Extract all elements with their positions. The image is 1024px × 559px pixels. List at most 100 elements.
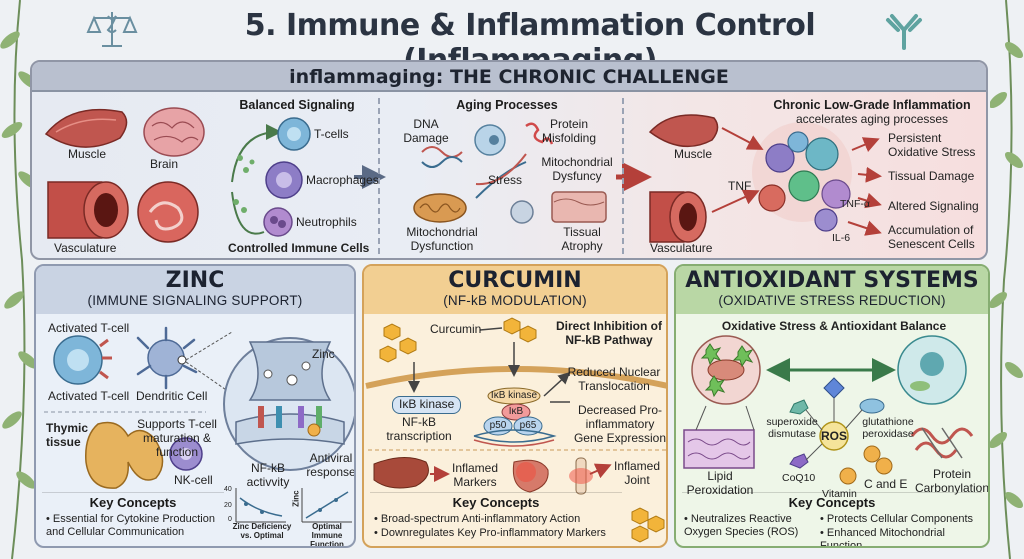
chart2-axis-label: Zinc (291, 490, 301, 507)
zinc-key-concepts: Key Concepts • Essential for Cytokine Pr… (42, 492, 224, 542)
stress-label: Stress (488, 173, 523, 187)
leaf-decoration-left (0, 0, 38, 559)
liver-icon (373, 457, 429, 489)
curcumin-panel: CURCUMIN (NF-kB MODULATION) (362, 264, 668, 548)
p65-label: p65 (519, 420, 537, 431)
antioxidant-kc-item-1: • Neutralizes Reactive Oxygen Species (R… (684, 513, 799, 539)
chronic-vasculature-label: Vasculature (650, 241, 713, 255)
brain-label: Brain (150, 157, 179, 171)
gpx-label: glutathione peroxidase (862, 416, 914, 441)
antiviral-label: Antiviral response (306, 451, 356, 479)
curcumin-key-concepts: Key Concepts • Broad-spectrum Anti-infla… (370, 492, 622, 542)
curcumin-label: Curcumin (430, 322, 482, 336)
protein-carbonylation-icon (910, 427, 974, 459)
nfkb-complex (483, 387, 543, 436)
p50-label: p50 (489, 420, 507, 431)
mito-dysfunction-label: Mitochondrial Dysfunction (406, 225, 478, 253)
brain-icon (143, 107, 205, 157)
thymic-tissue-label: Thymic tissue (46, 421, 89, 449)
balance-label: Oxidative Stress & Antioxidant Balance (721, 319, 947, 333)
t-cell-icon (277, 117, 311, 151)
outcome-altered-signaling: Altered Signaling (888, 199, 979, 213)
outcome-oxidative-stress: Persistent Oxidative Stress (888, 131, 976, 159)
dna-helix-icon (475, 153, 527, 199)
curcumin-kc-title: Key Concepts (452, 495, 540, 510)
curcumin-header: CURCUMIN (NF-kB MODULATION) (364, 266, 666, 314)
protein-carbonylation-label: Protein Carbonylation (914, 467, 990, 495)
antioxidant-title: ANTIOXIDANT SYSTEMS (685, 268, 979, 293)
cell-icon (474, 124, 506, 156)
tnf-alpha-label: TNF-α (840, 198, 870, 210)
macrophage-icon (265, 161, 303, 199)
vessel-icon (137, 181, 199, 243)
curcumin-kc-item-2: • Downregulates Key Pro-inflammatory Mar… (374, 527, 606, 539)
chronic-muscle-label: Muscle (674, 147, 713, 161)
chart1-label: Zinc Deficiency vs. Optimal (232, 522, 292, 541)
antioxidant-header: ANTIOXIDANT SYSTEMS (OXIDATIVE STRESS RE… (676, 266, 988, 314)
curcumin-molecules (379, 317, 537, 363)
dna-icon (421, 146, 463, 168)
activated-t-cell-icon (53, 335, 112, 385)
antioxidant-key-concepts: Key Concepts • Neutralizes Reactive Oxyg… (682, 492, 982, 546)
thymus-icon (85, 421, 164, 489)
inflamed-cell-cluster (752, 122, 852, 232)
inflamed-markers-label: Inflamed Markers (451, 461, 499, 489)
chart1-tick-20: 20 (224, 502, 232, 509)
ikb-label: IκB (508, 406, 524, 417)
vitamin-label: Vitamin (822, 488, 857, 500)
damaged-cell-icon (691, 335, 761, 405)
lipid-peroxidation-label: Lipid Peroxidation (686, 469, 754, 497)
antioxidant-subtitle: (OXIDATIVE STRESS REDUCTION) (718, 293, 946, 308)
c-and-e-label: C and E (864, 477, 908, 491)
zinc-subtitle: (IMMUNE SIGNALING SUPPORT) (87, 293, 303, 308)
reduced-translocation-label: Reduced Nuclear Translocation (567, 365, 661, 393)
zinc-synapse-zoom (223, 337, 354, 471)
scales-icon (86, 12, 138, 47)
macrophages-label: Macrophages (306, 173, 379, 187)
dna-damage-label: DNA Damage (403, 117, 449, 145)
healthy-cell-icon (897, 335, 967, 405)
tcells-label: T-cells (314, 127, 349, 141)
aging-heading: Aging Processes (456, 98, 558, 112)
zinc-header: ZINC (IMMUNE SIGNALING SUPPORT) (36, 266, 354, 314)
inflammaging-banner: inflammaging: THE CHRONIC CHALLENGE (32, 62, 986, 92)
chronic-subheading: accelerates aging processes (795, 112, 949, 126)
protein-misfolding-label: Protein Misfolding (541, 117, 597, 145)
inflamed-joint-label: Inflamed Joint (613, 459, 661, 487)
outcome-tissual-damage: Tissual Damage (888, 169, 975, 183)
neutrophil-icon (263, 207, 293, 237)
zinc-illustrations (44, 326, 354, 523)
curcumin-subtitle: (NF-kB MODULATION) (443, 293, 587, 308)
joint-icon (569, 457, 593, 495)
atrophy-tissue-icon (551, 191, 607, 223)
protein-icon (525, 122, 554, 145)
muscle-icon (44, 108, 128, 148)
tnf-label: TNF (728, 179, 752, 193)
chronic-heading: Chronic Low-Grade Inflammation (773, 98, 971, 112)
antibody-icon (886, 14, 922, 50)
nk-cell-label: NK-cell (174, 473, 213, 487)
curcumin-kc-item-1: • Broad-spectrum Anti-inflammatory Actio… (374, 513, 581, 525)
zinc-chart-1 (235, 488, 286, 523)
muscle-label: Muscle (68, 147, 107, 161)
top-panel-illustrations (44, 107, 882, 243)
antioxidant-panel: ANTIOXIDANT SYSTEMS (OXIDATIVE STRESS RE… (674, 264, 990, 548)
decreased-expression-label: Decreased Pro-inflammatory Gene Expressi… (573, 403, 667, 445)
curcumin-title: CURCUMIN (448, 268, 582, 293)
controlled-cells-label: Controlled Immune Cells (228, 241, 370, 255)
section-divider (378, 98, 380, 254)
inflamed-organ-icon (512, 459, 549, 493)
vasculature-icon (47, 181, 129, 239)
section-divider (622, 98, 624, 254)
coq10-label: CoQ10 (782, 472, 816, 484)
antioxidant-kc-title: Key Concepts (788, 495, 876, 510)
il6-label: IL-6 (832, 232, 851, 244)
neutrophils-label: Neutrophils (296, 215, 357, 229)
zinc-title: ZINC (165, 268, 225, 293)
nk-cell-icon (169, 437, 203, 471)
zinc-label: Zinc (312, 347, 335, 361)
zinc-kc-title: Key Concepts (89, 495, 177, 510)
nfkb-activity-label: NF-kB activvity (246, 461, 290, 489)
mitochondria-icon (413, 193, 467, 223)
curcumin-illustrations (365, 317, 666, 543)
